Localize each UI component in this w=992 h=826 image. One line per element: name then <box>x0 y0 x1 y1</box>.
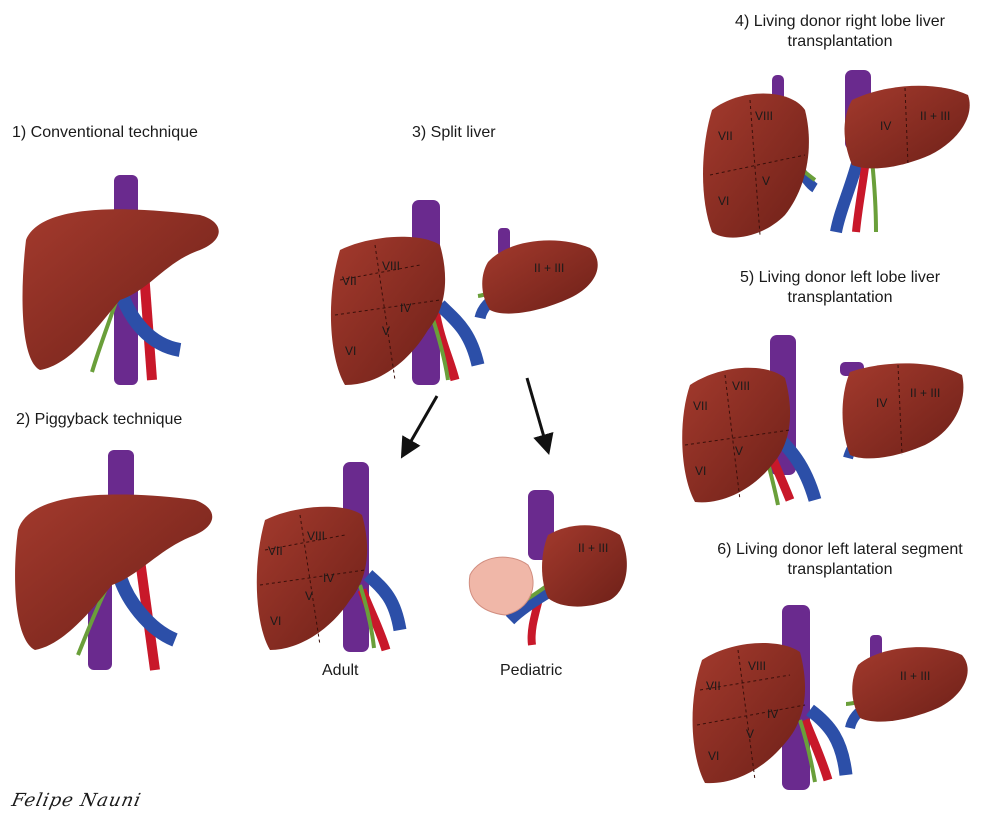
pediatric-left-lateral-graft <box>542 525 627 606</box>
segment-label-ii-iii: II + III <box>900 669 930 683</box>
adult-graft-figure: VII VIII VI V IV <box>257 462 400 652</box>
segment-label-iv: IV <box>880 119 891 133</box>
vena-cava-upper <box>108 450 134 500</box>
piggyback-liver-figure <box>15 450 212 670</box>
caption-split-liver: 3) Split liver <box>412 123 496 143</box>
segment-label-iv: IV <box>323 571 334 585</box>
segment-label-v: V <box>762 174 770 188</box>
segment-label-iv: IV <box>400 301 411 315</box>
left-lobe-figure: VII VIII VI V IV II + III <box>682 335 963 505</box>
arrow-to-adult <box>403 396 437 455</box>
segment-label-vii: VII <box>706 679 721 693</box>
segment-label-vii: VII <box>718 129 733 143</box>
segment-label-vii: VII <box>268 544 283 558</box>
segment-label-v: V <box>735 444 743 458</box>
caption-left-lateral: 6) Living donor left lateral segment tra… <box>690 540 990 580</box>
segment-label-viii: VIII <box>382 259 400 273</box>
segment-label-ii-iii: II + III <box>534 261 564 275</box>
segment-label-viii: VIII <box>732 379 750 393</box>
segment-label-vi: VI <box>345 344 356 358</box>
segment-label-v: V <box>382 324 390 338</box>
caption-left-lobe-line2: transplantation <box>696 288 984 308</box>
segment-label-vi: VI <box>708 749 719 763</box>
segment-label-viii: VIII <box>307 529 325 543</box>
artist-signature: Felipe Nauni <box>10 790 143 811</box>
caption-left-lobe: 5) Living donor left lobe liver transpla… <box>696 268 984 308</box>
recipient-bowel <box>469 557 533 615</box>
left-lateral-figure: VII VIII VI V IV II + III <box>693 605 968 790</box>
segment-label-viii: VIII <box>748 659 766 673</box>
caption-left-lobe-line1: 5) Living donor left lobe liver <box>696 268 984 288</box>
label-pediatric: Pediatric <box>500 662 562 680</box>
segment-label-v: V <box>746 727 754 741</box>
segment-label-ii-iii: II + III <box>920 109 950 123</box>
donor-left-lobe-graft <box>843 363 964 458</box>
remnant-left-lobe <box>845 86 970 169</box>
caption-right-lobe-line2: transplantation <box>700 32 980 52</box>
bile-duct <box>872 160 876 232</box>
segment-label-iv: IV <box>876 396 887 410</box>
pediatric-graft-figure: II + III <box>469 490 627 645</box>
caption-right-lobe-line1: 4) Living donor right lobe liver <box>700 12 980 32</box>
label-adult: Adult <box>322 662 358 680</box>
segment-label-ii-iii: II + III <box>910 386 940 400</box>
caption-left-lateral-line1: 6) Living donor left lateral segment <box>690 540 990 560</box>
segment-label-vi: VI <box>695 464 706 478</box>
liver <box>15 494 212 650</box>
segment-label-viii: VIII <box>755 109 773 123</box>
caption-piggyback: 2) Piggyback technique <box>16 410 182 430</box>
segment-label-ii-iii: II + III <box>578 541 608 555</box>
caption-conventional: 1) Conventional technique <box>12 123 198 143</box>
split-liver-whole-figure: VII VIII VI V IV II + III <box>331 200 598 385</box>
segment-label-vii: VII <box>693 399 708 413</box>
right-lobe-figure: VII VIII VI V IV II + III <box>703 70 970 238</box>
segment-label-v: V <box>305 589 313 603</box>
donor-left-lateral-graft <box>852 647 967 721</box>
caption-left-lateral-line2: transplantation <box>690 560 990 580</box>
conventional-liver-figure <box>23 175 219 385</box>
segment-label-vi: VI <box>718 194 729 208</box>
segment-label-vii: VII <box>342 274 357 288</box>
caption-right-lobe: 4) Living donor right lobe liver transpl… <box>700 12 980 52</box>
segment-label-iv: IV <box>767 707 778 721</box>
segment-label-vi: VI <box>270 614 281 628</box>
arrow-to-pediatric <box>527 378 548 451</box>
